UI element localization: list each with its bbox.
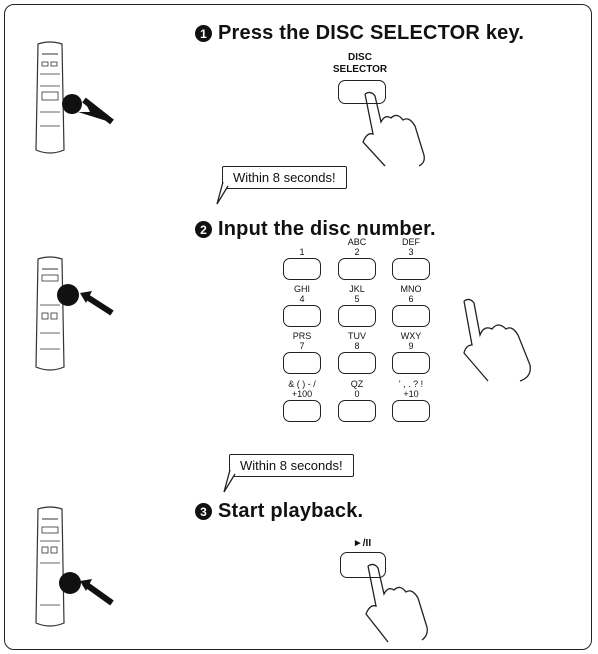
keypad-key[interactable] (338, 352, 376, 374)
callout-tail-2 (223, 469, 236, 493)
remote-control-icon (35, 41, 114, 154)
keypad-digit: 0 (354, 389, 360, 399)
keypad-digit: 7 (299, 341, 305, 351)
keypad-key[interactable] (392, 258, 430, 280)
keypad-key[interactable] (283, 400, 321, 422)
keypad-digit: 9 (408, 341, 414, 351)
step-1-number-badge: 1 (195, 25, 212, 42)
disc-selector-label-line1: DISC (348, 52, 372, 63)
keypad-letters: WXY (400, 331, 422, 341)
keypad-letters: PRS (292, 331, 312, 341)
play-key-label: ►/II (352, 538, 372, 549)
keypad-digit: 4 (299, 294, 305, 304)
keypad-digit: 1 (299, 247, 305, 257)
keypad-digit: 6 (408, 294, 414, 304)
step-1-heading: 1 Press the DISC SELECTOR key. (195, 22, 524, 45)
pressing-hand-icon (463, 298, 531, 382)
pressing-hand-icon (362, 91, 425, 167)
keypad-key[interactable] (338, 258, 376, 280)
callout-within-8-seconds-2: Within 8 seconds! (229, 454, 354, 477)
keypad-label: 1 (272, 237, 332, 257)
keypad-key[interactable] (283, 305, 321, 327)
keypad-letters: DEF (402, 237, 420, 247)
keypad-letters: & ( ) - / (288, 379, 316, 389)
keypad-letters: ABC (347, 237, 367, 247)
keypad-key[interactable] (392, 305, 430, 327)
disc-selector-label: DISC SELECTOR (320, 52, 400, 76)
pressing-hand-icon (365, 563, 428, 643)
keypad-key[interactable] (392, 352, 430, 374)
keypad-letters: GHI (293, 284, 310, 294)
remote-control-icon (35, 256, 114, 371)
keypad-letters: MNO (400, 284, 422, 294)
keypad-letters: JKL (349, 284, 365, 294)
keypad-key[interactable] (283, 258, 321, 280)
step-2-heading: 2 Input the disc number. (195, 218, 436, 241)
callout-tail-1 (216, 181, 229, 205)
keypad-letters: TUV (348, 331, 366, 341)
step-3-number-badge: 3 (195, 503, 212, 520)
disc-selector-button[interactable] (338, 80, 386, 104)
keypad-label: & ( ) - /+100 (272, 379, 332, 399)
keypad-digit: +100 (291, 389, 313, 399)
keypad-key[interactable] (392, 400, 430, 422)
keypad-letters: ' , . ? ! (398, 379, 424, 389)
keypad-letters: QZ (350, 379, 364, 389)
instruction-frame (4, 4, 592, 650)
keypad-digit: 8 (354, 341, 360, 351)
keypad-key[interactable] (338, 400, 376, 422)
keypad-digit: 3 (408, 247, 414, 257)
step-3-text: Start playback. (218, 500, 364, 522)
pointing-arrow-icon (80, 291, 92, 303)
callout-within-8-seconds-1: Within 8 seconds! (222, 166, 347, 189)
step-2-text: Input the disc number. (218, 218, 436, 240)
keypad-letters (272, 237, 332, 247)
disc-selector-label-line2: SELECTOR (332, 64, 388, 75)
keypad-digit: 2 (354, 247, 360, 257)
step-2-number-badge: 2 (195, 221, 212, 238)
keypad-key[interactable] (283, 352, 321, 374)
keypad-label: ' , . ? !+10 (381, 379, 441, 399)
keypad-digit: 5 (354, 294, 360, 304)
step-3-heading: 3 Start playback. (195, 500, 363, 523)
play-pause-button[interactable] (340, 552, 386, 578)
keypad-key[interactable] (338, 305, 376, 327)
pointing-arrow-icon (80, 579, 92, 591)
step-1-text: Press the DISC SELECTOR key. (218, 22, 525, 44)
remote-control-icon (35, 506, 114, 627)
keypad-digit: +10 (403, 389, 419, 399)
